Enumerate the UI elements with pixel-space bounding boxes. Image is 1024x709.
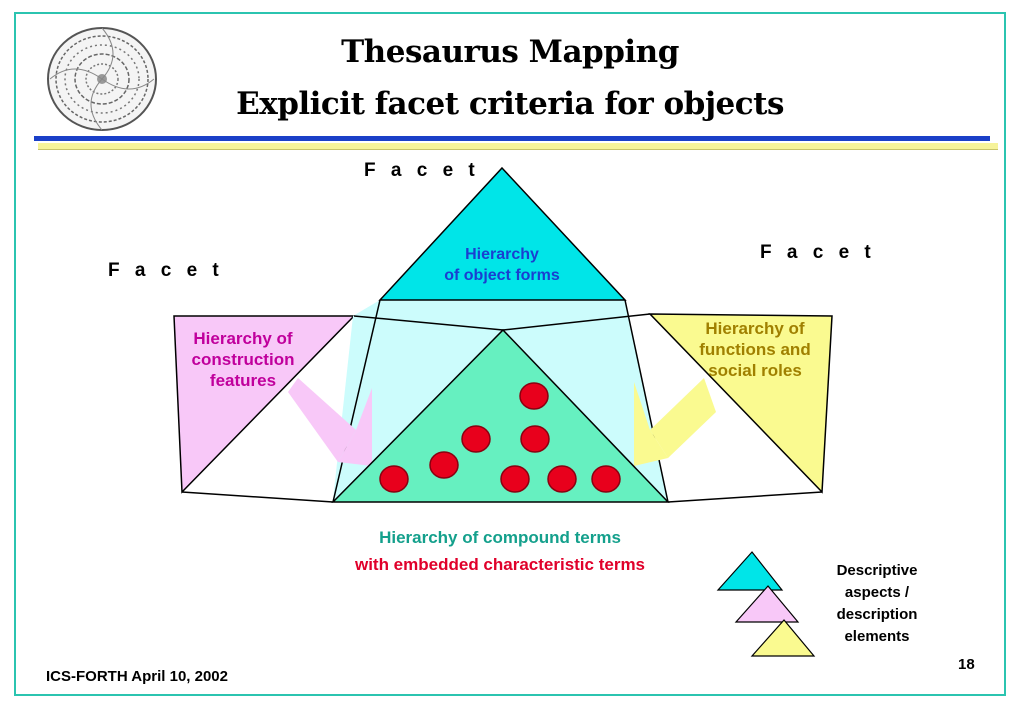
top-triangle-line2: of object forms (444, 267, 560, 284)
facet-label-left: F a c e t (108, 260, 224, 281)
phaistos-disc-logo (47, 27, 157, 131)
term-dot (429, 451, 459, 479)
right-triangle-line2: functions and (699, 340, 811, 359)
term-dot (547, 465, 577, 493)
left-triangle-label: Hierarchy of construction features (168, 328, 318, 391)
legend-text: Descriptive aspects / description elemen… (812, 560, 942, 648)
caption-compound-terms: Hierarchy of compound terms (379, 528, 621, 547)
facet-label-top: F a c e t (364, 160, 480, 181)
legend-line4: elements (844, 628, 910, 645)
legend-pink-triangle (734, 585, 800, 623)
term-dot (591, 465, 621, 493)
slide-frame (14, 12, 1006, 696)
top-triangle-line1: Hierarchy (465, 246, 539, 263)
caption-embedded-terms: with embedded characteristic terms (354, 555, 646, 574)
legend-line1: Descriptive (836, 562, 918, 579)
title-line-2: Explicit facet criteria for objects (236, 86, 784, 122)
term-dot (520, 425, 550, 453)
legend-line2: aspects / (844, 584, 910, 601)
left-triangle-line3: features (209, 371, 277, 390)
left-mapping-arrow (288, 378, 356, 462)
left-triangle-line2: construction (191, 350, 295, 369)
right-triangle-line1: Hierarchy of (705, 319, 805, 338)
left-triangle-line1: Hierarchy of (193, 329, 293, 348)
left-facet-triangle (173, 315, 356, 494)
page-number: 18 (958, 656, 975, 673)
title-rule-blue (34, 136, 990, 141)
footer-org-date: ICS-FORTH April 10, 2002 (46, 668, 228, 685)
term-dot (461, 425, 491, 453)
legend-cyan-triangle (716, 551, 784, 591)
title-line-1: Thesaurus Mapping (341, 34, 679, 70)
compound-terms-triangle (331, 328, 670, 503)
title-rule-yellow (38, 143, 998, 150)
term-dot (379, 465, 409, 493)
legend-line3: description (836, 606, 918, 623)
right-facet-triangle (648, 313, 833, 494)
term-dot (500, 465, 530, 493)
term-dot (519, 382, 549, 410)
right-mapping-arrow (650, 378, 716, 458)
term-dots (379, 382, 621, 493)
top-triangle-label: Hierarchy of object forms (412, 244, 592, 286)
right-triangle-label: Hierarchy of functions and social roles (680, 318, 830, 381)
right-triangle-line3: social roles (708, 361, 802, 380)
top-facet-triangle (378, 166, 627, 301)
facet-label-right: F a c e t (760, 242, 876, 263)
legend-yellow-triangle (750, 619, 816, 657)
